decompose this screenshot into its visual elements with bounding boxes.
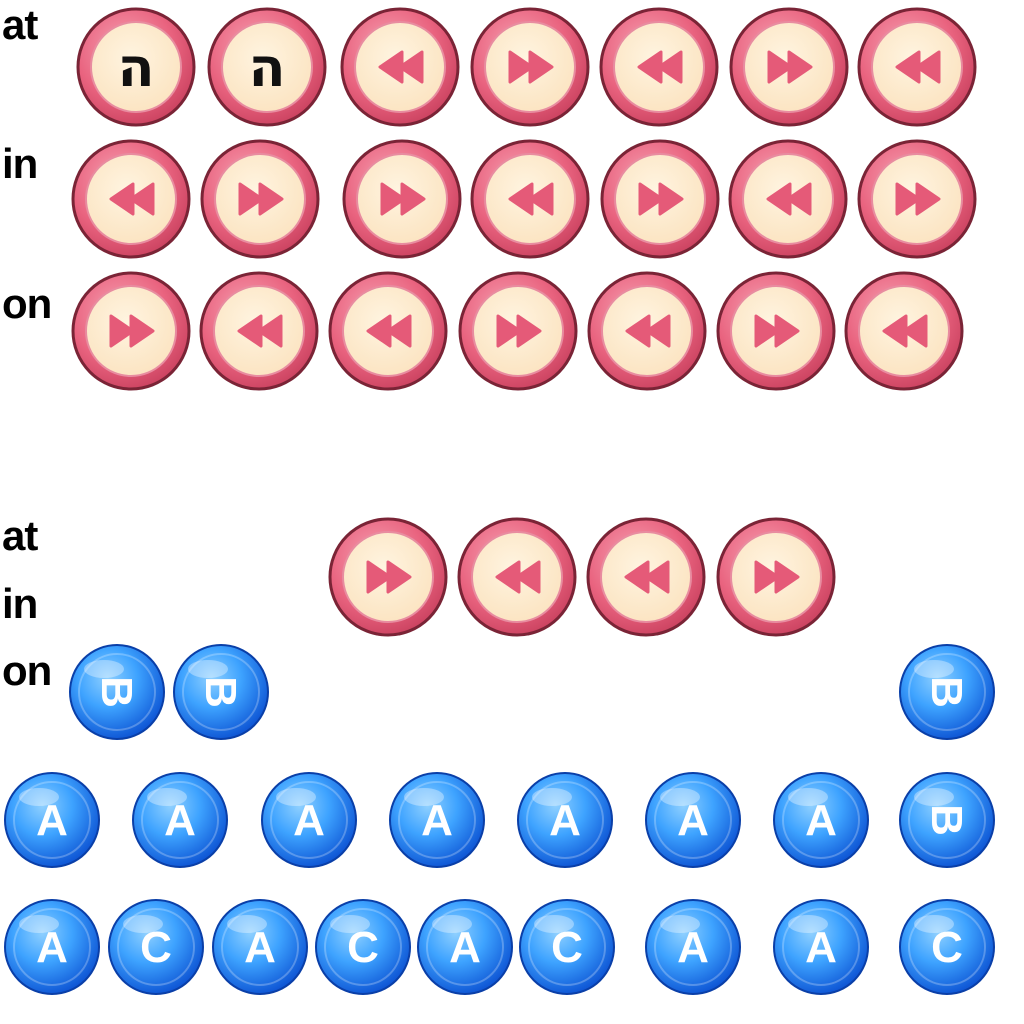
fast-forward-icon	[856, 138, 978, 260]
button-letter: B	[922, 676, 971, 708]
blue-letter-button-3-3[interactable]: A	[211, 898, 309, 996]
blue-letter-button-2-3[interactable]: A	[260, 771, 358, 869]
button-letter: A	[805, 923, 837, 972]
fast-forward-icon	[327, 516, 449, 638]
row-label-in-bottom: in	[2, 580, 38, 627]
fast-forward-icon	[199, 138, 321, 260]
rewind-icon	[339, 6, 461, 128]
fast-forward-icon	[70, 270, 192, 392]
pink-button-1-5[interactable]	[598, 6, 720, 128]
rewind-icon	[727, 138, 849, 260]
button-letter: B	[92, 676, 141, 708]
pink-button-1-3[interactable]	[339, 6, 461, 128]
blue-letter-button-2-5[interactable]: A	[516, 771, 614, 869]
pink-button-bottom-1[interactable]	[327, 516, 449, 638]
blue-letter-button-2-2[interactable]: A	[131, 771, 229, 869]
button-letter: C	[931, 923, 963, 972]
fast-forward-icon	[715, 516, 837, 638]
blue-letter-button-2-6[interactable]: A	[644, 771, 742, 869]
button-letter: A	[677, 923, 709, 972]
pink-button-2-5[interactable]	[599, 138, 721, 260]
rewind-icon	[70, 138, 192, 260]
button-letter: A	[549, 796, 581, 845]
fast-forward-icon	[341, 138, 463, 260]
button-letter: A	[164, 796, 196, 845]
blue-letter-button-2-8[interactable]: B	[898, 771, 996, 869]
button-letter: A	[293, 796, 325, 845]
fast-forward-icon	[728, 6, 850, 128]
pink-button-3-6[interactable]	[715, 270, 837, 392]
rewind-icon	[856, 6, 978, 128]
row-label-on-bottom: on	[2, 647, 52, 694]
button-letter: C	[140, 923, 172, 972]
button-letter: A	[449, 923, 481, 972]
blue-letter-button-2-4[interactable]: A	[388, 771, 486, 869]
pink-button-2-3[interactable]	[341, 138, 463, 260]
pink-button-2-7[interactable]	[856, 138, 978, 260]
button-letter: A	[805, 796, 837, 845]
blue-letter-button-3-5[interactable]: A	[416, 898, 514, 996]
rewind-icon	[198, 270, 320, 392]
pink-button-3-3[interactable]	[327, 270, 449, 392]
pink-button-1-1[interactable]: ה	[75, 6, 197, 128]
rewind-icon	[843, 270, 965, 392]
hebrew-letter-icon: ה	[206, 6, 328, 128]
pink-button-1-2[interactable]: ה	[206, 6, 328, 128]
rewind-icon	[469, 138, 591, 260]
row-label-on-top: on	[2, 280, 52, 327]
hebrew-letter-glyph: ה	[248, 36, 285, 99]
button-letter: C	[347, 923, 379, 972]
rewind-icon	[586, 270, 708, 392]
blue-letter-button-3-4[interactable]: C	[314, 898, 412, 996]
pink-button-bottom-2[interactable]	[456, 516, 578, 638]
hebrew-letter-glyph: ה	[117, 36, 154, 99]
pink-button-2-2[interactable]	[199, 138, 321, 260]
rewind-icon	[327, 270, 449, 392]
button-letter: C	[551, 923, 583, 972]
pink-button-2-4[interactable]	[469, 138, 591, 260]
blue-letter-button-3-9[interactable]: C	[898, 898, 996, 996]
button-letter: A	[36, 796, 68, 845]
fast-forward-icon	[469, 6, 591, 128]
pink-button-2-1[interactable]	[70, 138, 192, 260]
button-letter: B	[196, 676, 245, 708]
pink-button-3-7[interactable]	[843, 270, 965, 392]
rewind-icon	[456, 516, 578, 638]
blue-letter-button-3-7[interactable]: A	[644, 898, 742, 996]
pink-button-1-6[interactable]	[728, 6, 850, 128]
blue-letter-button-3-6[interactable]: C	[518, 898, 616, 996]
blue-letter-button-3-2[interactable]: C	[107, 898, 205, 996]
pink-button-2-6[interactable]	[727, 138, 849, 260]
pink-button-3-2[interactable]	[198, 270, 320, 392]
rewind-icon	[585, 516, 707, 638]
hebrew-letter-icon: ה	[75, 6, 197, 128]
blue-letter-button-1-1[interactable]: B	[68, 643, 166, 741]
blue-letter-button-3-1[interactable]: A	[3, 898, 101, 996]
blue-letter-button-2-7[interactable]: A	[772, 771, 870, 869]
blue-letter-button-1-2[interactable]: B	[172, 643, 270, 741]
fast-forward-icon	[457, 270, 579, 392]
row-label-at-top: at	[2, 1, 38, 48]
button-letter: A	[677, 796, 709, 845]
button-letter: A	[36, 923, 68, 972]
row-label-in-top: in	[2, 140, 38, 187]
blue-letter-button-2-1[interactable]: A	[3, 771, 101, 869]
pink-button-bottom-4[interactable]	[715, 516, 837, 638]
fast-forward-icon	[599, 138, 721, 260]
blue-letter-button-3-8[interactable]: A	[772, 898, 870, 996]
rewind-icon	[598, 6, 720, 128]
pink-button-3-5[interactable]	[586, 270, 708, 392]
button-letter: A	[244, 923, 276, 972]
row-label-at-bottom: at	[2, 512, 38, 559]
pink-button-bottom-3[interactable]	[585, 516, 707, 638]
blue-letter-button-1-3[interactable]: B	[898, 643, 996, 741]
button-letter: B	[922, 804, 971, 836]
pink-button-3-1[interactable]	[70, 270, 192, 392]
pink-button-3-4[interactable]	[457, 270, 579, 392]
fast-forward-icon	[715, 270, 837, 392]
button-letter: A	[421, 796, 453, 845]
pink-button-1-4[interactable]	[469, 6, 591, 128]
pink-button-1-7[interactable]	[856, 6, 978, 128]
